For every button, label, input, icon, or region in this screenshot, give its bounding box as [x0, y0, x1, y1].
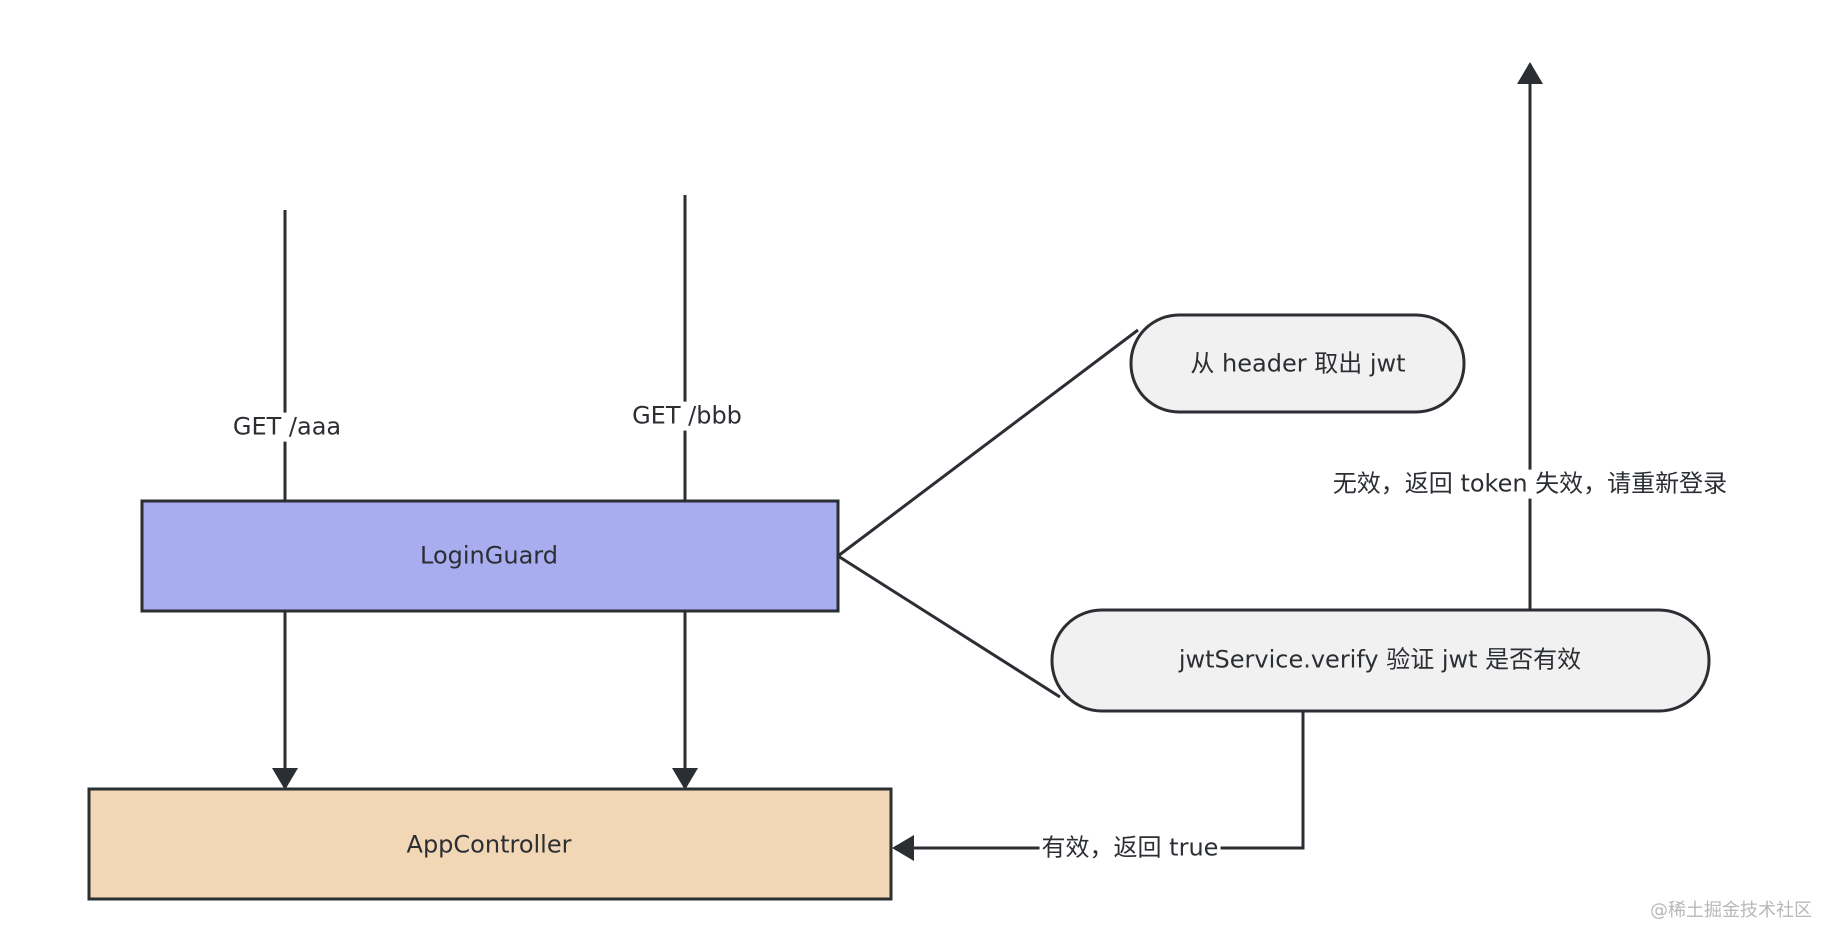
- verify-jwt-label: jwtService.verify 验证 jwt 是否有效: [1178, 645, 1582, 674]
- app-controller-node[interactable]: [87, 787, 893, 901]
- login-guard-node[interactable]: [140, 499, 840, 613]
- extract-jwt-label: 从 header 取出 jwt: [1190, 349, 1406, 378]
- verify-jwt-node[interactable]: [1050, 608, 1711, 713]
- edge-invalid-label: 无效，返回 token 失效，请重新登录: [1330, 469, 1730, 499]
- app-controller-label: AppController: [406, 830, 572, 859]
- edge-request-bbb-label: GET /bbb: [630, 401, 744, 431]
- edge-request-aaa-label: GET /aaa: [230, 412, 344, 442]
- edge-valid-label: 有效，返回 true: [1039, 833, 1221, 863]
- extract-jwt-node[interactable]: [1129, 313, 1466, 414]
- edge-guard-to-extract: [837, 328, 1139, 558]
- watermark: @稀土掘金技术社区: [1650, 900, 1812, 921]
- edge-valid-line: [892, 712, 1305, 861]
- edge-guard-to-verify: [837, 554, 1061, 699]
- login-guard-label: LoginGuard: [420, 541, 558, 570]
